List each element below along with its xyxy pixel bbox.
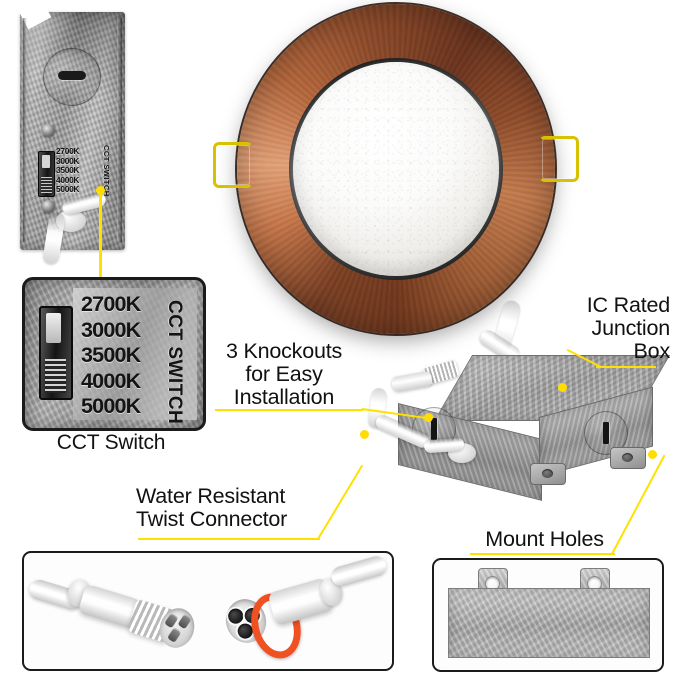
mount-plate-hole-right [588,577,601,590]
mount-holes-leader-dot [648,450,657,459]
male-pin-1 [164,612,179,629]
mount-plate-tab-left [478,568,508,591]
lens-bezel [289,58,503,280]
housing-rivet-top [42,124,55,137]
knockouts-callout-underline [215,409,363,411]
cct-temp-large-5000k: 5000K [81,394,141,419]
recessed-downlight-fixture [213,4,579,334]
cct-temperature-list-small: 2700K 3000K 3500K 4000K 5000K [56,146,80,195]
housing-knockout-slot [58,71,86,80]
cct-temp-3500k: 3500K [56,165,80,176]
mount-holes-callout-text: Mount Holes [485,527,604,551]
junction-box-leader-dot [558,383,567,392]
housing-right-edge [117,18,122,242]
twist-connector-pair-panel [22,551,394,671]
frosted-lens-diffuser [293,62,499,276]
cct-temp-large-4000k: 4000K [81,368,141,393]
mount-plate-hole-left [486,577,499,590]
twist-connector-callout-text: Water Resistant Twist Connector [136,484,288,532]
knockouts-callout-text: 3 Knockouts for Easy Installation [225,339,343,410]
cct-temp-5000k: 5000K [56,184,80,195]
female-socket-1 [226,606,246,626]
knockouts-leader-dot [424,413,433,422]
cct-switch-zoom-panel: 2700K 3000K 3500K 4000K 5000K CCT SWITCH [22,277,206,431]
cct-switch-large[interactable] [39,306,73,400]
spring-clip-right-icon [539,136,579,182]
cct-switch-leader-line [99,192,102,278]
mount-tab-side [610,447,646,469]
cct-switch-ribs [41,177,52,193]
female-connector-cable [329,553,389,589]
cct-temperature-list-large: 2700K 3000K 3500K 4000K 5000K [81,292,141,420]
junction-box-callout-underline [596,366,656,368]
spring-clip-left-icon [213,142,253,188]
housing-rivet-bottom [42,200,55,213]
mount-plate-tab-right [580,568,610,591]
mount-hole-front [542,469,553,478]
junction-box-callout-text: IC Rated Junction Box [586,293,670,364]
mount-holes-callout-underline [470,553,615,555]
cct-switch-lever [42,155,50,168]
cct-temp-2700k: 2700K [56,146,80,156]
housing-back-photo: 2700K 3000K 3500K 4000K 5000K CCT SWITCH [20,12,125,250]
male-pin-3 [166,627,182,643]
jbox-cable-to-grommet [423,436,465,454]
cct-temp-large-3500k: 3500K [81,343,141,368]
cct-temp-large-3000k: 3000K [81,317,141,342]
mount-tab-front [530,463,566,485]
male-pin-2 [177,613,193,630]
cct-switch-caption: CCT Switch [56,431,166,454]
cct-switch-vertical-label-small: CCT SWITCH [102,145,111,197]
housing-left-edge [23,18,27,242]
cct-temp-large-2700k: 2700K [81,292,141,316]
cct-temp-3000k: 3000K [56,155,80,166]
cct-switch-large-lever [46,313,61,343]
junction-box-knockout-slot-side [603,422,609,444]
twist-connector-callout-underline [138,538,320,540]
mount-hole-side [622,453,633,462]
cct-switch-vertical-label-large: CCT SWITCH [164,300,185,425]
cct-switch-leader-dot [96,186,105,195]
junction-box-knockout-slot-front [431,418,437,440]
cct-switch-large-ribs [45,359,66,393]
cct-temp-4000k: 4000K [56,174,80,185]
mount-plate-body [448,588,650,658]
cct-switch-small[interactable] [38,151,55,197]
twist-connector-leader-dot [360,430,369,439]
cct-label-plate [73,288,197,420]
mount-plate-panel [432,558,664,672]
